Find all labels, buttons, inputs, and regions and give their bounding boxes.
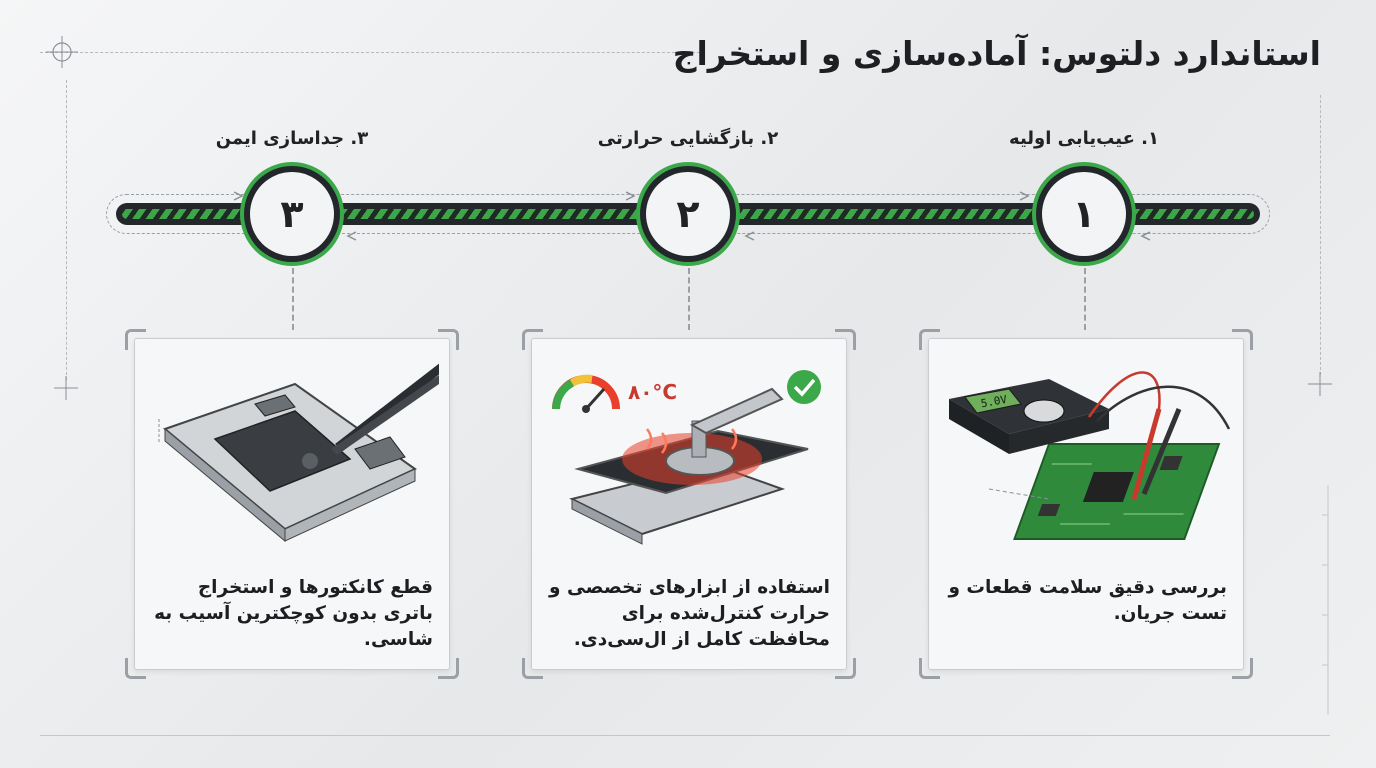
crosshair-top-left bbox=[46, 36, 78, 68]
right-guide-line bbox=[1320, 95, 1321, 375]
crosshair-left bbox=[54, 376, 78, 400]
tweezers-icon bbox=[331, 359, 451, 455]
step-3-node: ۳ bbox=[250, 172, 334, 256]
heat-opening-illustration: ۸۰°C bbox=[542, 349, 836, 564]
suction-cup-icon bbox=[665, 387, 784, 476]
timeline-arrows bbox=[106, 180, 1270, 250]
phone-internals bbox=[162, 382, 417, 543]
step-1-number: ۱ bbox=[1072, 192, 1096, 236]
probe-wires bbox=[1087, 371, 1231, 500]
check-icon bbox=[787, 370, 821, 404]
top-guide-line bbox=[40, 52, 700, 53]
crosshair-right bbox=[1308, 372, 1332, 396]
step-1-description: بررسی دقیق سلامت قطعات و تست جریان. bbox=[948, 577, 1227, 624]
bottom-guide-line bbox=[40, 735, 1330, 736]
step-2-number: ۲ bbox=[676, 192, 700, 236]
multimeter-icon: 5.0V bbox=[949, 379, 1109, 454]
left-guide-line bbox=[66, 80, 67, 380]
step-3-card: قطع کانکتورها و استخراج باتری بدون کوچکت… bbox=[125, 329, 459, 679]
step-2-connector bbox=[688, 268, 690, 330]
battery-extraction-illustration bbox=[145, 349, 451, 564]
step-2-node: ۲ bbox=[646, 172, 730, 256]
multimeter-reading: 5.0V bbox=[980, 393, 1009, 410]
step-1-node: ۱ bbox=[1042, 172, 1126, 256]
step-3-connector bbox=[292, 268, 294, 330]
step-1-label: ۱. عیب‌یابی اولیه bbox=[1009, 128, 1159, 149]
step-3-number: ۳ bbox=[280, 192, 304, 236]
temperature-label: ۸۰°C bbox=[628, 380, 677, 404]
ruler-right bbox=[1318, 485, 1338, 715]
step-2-label: ۲. بازگشایی حرارتی bbox=[597, 128, 779, 149]
page-title: استاندارد دلتوس: آماده‌سازی و استخراج bbox=[672, 34, 1321, 73]
step-3-label: ۳. جداسازی ایمن bbox=[215, 128, 369, 149]
step-2-description: استفاده از ابزارهای تخصصی و حرارت کنترل‌… bbox=[549, 577, 830, 650]
circuit-board bbox=[1013, 443, 1221, 540]
step-2-card: ۸۰°C استفاده از ابزارهای تخصصی و حرارت ک… bbox=[522, 329, 856, 679]
multimeter-illustration: 5.0V bbox=[939, 349, 1233, 564]
step-1-connector bbox=[1084, 268, 1086, 330]
phone-open bbox=[569, 428, 809, 545]
gauge-icon bbox=[552, 374, 620, 413]
step-3-description: قطع کانکتورها و استخراج باتری بدون کوچکت… bbox=[154, 577, 433, 650]
step-1-card: 5.0V بررسی دقیق سلامت قطعات و تست جریان. bbox=[919, 329, 1253, 679]
